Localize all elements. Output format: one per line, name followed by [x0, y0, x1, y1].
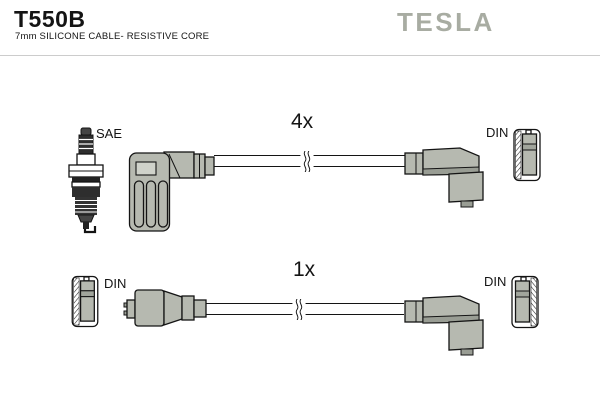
row1-quantity: 4x	[291, 110, 314, 133]
row2-left-terminal-label: DIN	[104, 276, 127, 291]
row2-left-din-socket-icon	[70, 275, 100, 328]
part-number: T550B	[14, 6, 86, 32]
row1-cable-break-icon	[300, 151, 314, 172]
row2-cable-break-icon	[292, 299, 306, 320]
row1-right-angled-boot-icon	[404, 147, 486, 211]
row2-right-din-socket-icon	[510, 275, 540, 329]
row2-quantity: 1x	[293, 258, 316, 281]
row2-right-angled-boot-icon	[404, 295, 486, 359]
product-subtitle: 7mm SILICONE CABLE- RESISTIVE CORE	[15, 31, 210, 42]
row2-right-terminal-label: DIN	[484, 274, 507, 289]
header-divider	[0, 55, 600, 56]
row1-right-terminal-label: DIN	[486, 125, 509, 140]
spark-plug-icon	[68, 127, 104, 234]
row1-left-angled-boot-icon	[128, 151, 215, 232]
row2-left-straight-boot-icon	[123, 289, 207, 327]
row1-left-terminal-label: SAE	[96, 126, 123, 141]
row1-right-din-socket-icon	[512, 128, 542, 182]
tesla-brand-logo: TESLA	[397, 7, 495, 37]
